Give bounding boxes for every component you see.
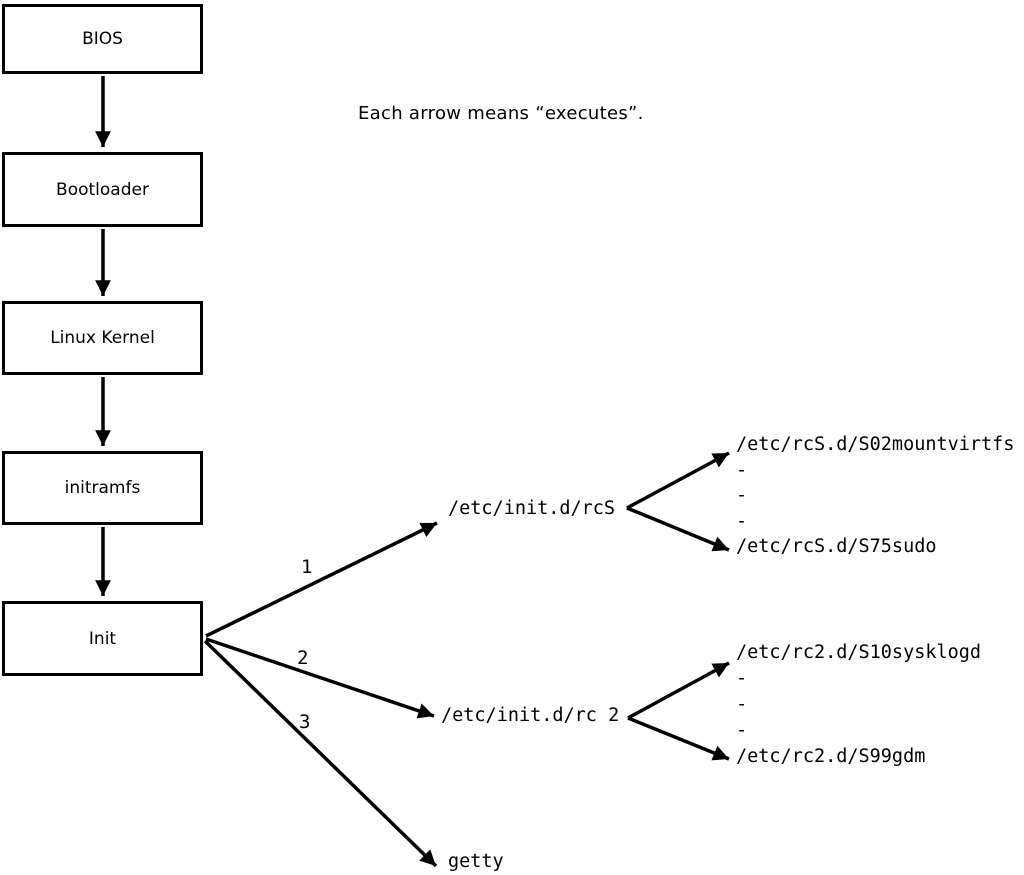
arrow-init-to-rcs [205, 521, 438, 638]
box-initramfs: initramfs [2, 451, 203, 525]
arrow-rc2-to-s99gdm [627, 716, 730, 761]
box-bios: BIOS [2, 4, 203, 74]
box-linux-kernel: Linux Kernel [2, 301, 203, 375]
box-bootloader-label: Bootloader [56, 179, 149, 200]
rcs-entry: /etc/rcS.d/S75sudo [736, 536, 937, 557]
rc2-entry: /etc/rc2.d/S10sysklogd [736, 642, 982, 663]
rcs-entries-list: /etc/rcS.d/S02mountvirtfs - - - /etc/rcS.d/S… [736, 432, 1014, 560]
box-bootloader: Bootloader [2, 152, 203, 227]
arrow-init-to-getty [203, 639, 438, 868]
rcs-script-label: /etc/init.d/rcS [448, 498, 616, 519]
rcs-entry: - [736, 459, 748, 481]
rc2-entries-list: /etc/rc2.d/S10sysklogd - - - /etc/rc2.d/S99g… [736, 640, 981, 770]
rc2-entry: - [736, 720, 748, 741]
rcs-entry: - [736, 485, 748, 506]
arrow-rcs-to-s75sudo [626, 506, 730, 552]
rc2-entry: - [736, 668, 748, 689]
arrow-3-label: 3 [299, 711, 311, 733]
getty-label: getty [448, 851, 504, 872]
rc2-entry: - [736, 694, 748, 715]
box-initramfs-label: initramfs [64, 478, 141, 498]
arrow-rc2-to-s10sysklogd [627, 661, 730, 720]
arrow-2-label: 2 [297, 647, 309, 669]
box-bios-label: BIOS [82, 29, 123, 49]
arrow-rcs-to-s02mountvirtfs [626, 451, 730, 510]
box-init-label: Init [88, 628, 117, 649]
box-linux-kernel-label: Linux Kernel [50, 328, 155, 348]
rcs-entry: /etc/rcS.d/S02mountvirtfs [736, 434, 1015, 455]
rcs-entry: - [736, 510, 748, 532]
rc2-entry: /etc/rc2.d/S99gdm [736, 746, 926, 767]
rc2-script-label: /etc/init.d/rc 2 [441, 705, 620, 726]
box-init: Init [2, 601, 203, 676]
legend-note: Each arrow means “executes”. [358, 103, 644, 124]
arrow-1-label: 1 [301, 556, 313, 578]
arrow-init-to-rc2 [205, 637, 435, 719]
